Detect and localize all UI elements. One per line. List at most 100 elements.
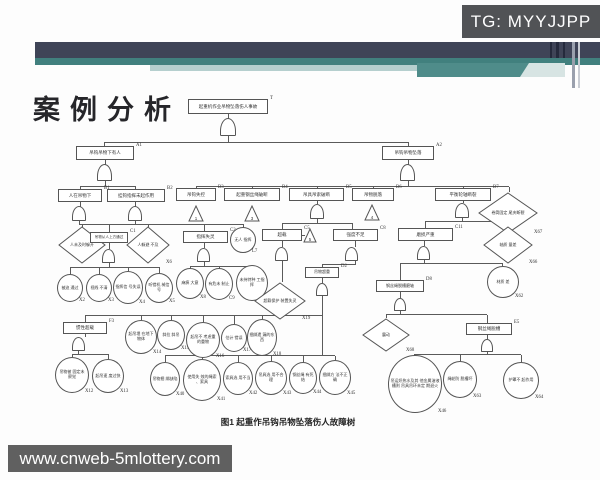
- tree-connector-line: [141, 316, 142, 320]
- tree-connector-line: [85, 315, 322, 316]
- tree-basic-event-circle: 指挥信 号失误: [113, 271, 143, 304]
- tree-connector-line: [203, 316, 204, 322]
- tree-basic-event-circle: 吊运炽热水及其 他金属溶液槽则 吊具吊环未定 期退火: [388, 355, 442, 413]
- tree-connector-line: [82, 225, 83, 227]
- tree-connector-line: [317, 219, 318, 223]
- tree-node-label: X44: [313, 390, 322, 395]
- tree-undeveloped-event-diamond: 震动: [362, 318, 410, 352]
- tree-connector-line: [80, 202, 81, 207]
- tree-event-box: 吊物超重: [305, 267, 339, 278]
- tree-connector-line: [72, 354, 109, 355]
- tree-connector-line: [204, 243, 205, 248]
- tree-node-label: A2: [436, 143, 442, 148]
- tree-basic-event-circle: 钢丝绳 有死结: [289, 362, 317, 394]
- tree-connector-line: [322, 296, 323, 356]
- tree-basic-event-circle: 绳轮防 脱槽坏: [443, 361, 477, 398]
- tree-connector-line: [78, 351, 79, 354]
- tree-transfer-triangle-icon: 1: [188, 205, 204, 222]
- tree-connector-line: [243, 225, 244, 228]
- tree-connector-line: [104, 142, 409, 143]
- tree-connector-line: [262, 316, 263, 319]
- tree-node-label: X14: [153, 350, 162, 355]
- tree-node-label: B2: [167, 186, 173, 191]
- tree-node-label: X46: [438, 409, 447, 414]
- tree-event-box: 磨损严重: [398, 228, 453, 241]
- tree-node-label: B1: [104, 186, 110, 191]
- tree-connector-line: [109, 225, 110, 232]
- tree-connector-line: [386, 314, 487, 315]
- tree-connector-line: [79, 224, 244, 225]
- tree-logic-gate-icon: [72, 206, 86, 221]
- tree-basic-event-circle: 材质 差: [487, 266, 519, 298]
- tree-event-box: 吊钩失控: [176, 188, 216, 201]
- tree-node-label: X17: [243, 348, 252, 353]
- tree-node-label: C1: [130, 229, 136, 234]
- tree-basic-event-circle: 有危未 制止: [205, 268, 233, 300]
- header-medium-strip: [417, 63, 530, 77]
- tree-node-label: E5: [514, 320, 520, 325]
- tree-node-label: X6: [166, 260, 172, 265]
- tree-connector-line: [165, 355, 335, 356]
- tree-connector-line: [234, 316, 235, 324]
- tree-basic-event-circle: 麻痹 大意: [176, 268, 204, 299]
- header-slate-bar: [35, 42, 600, 58]
- tree-connector-line: [408, 160, 409, 165]
- tree-connector-line: [400, 311, 401, 314]
- tree-node-label: C9: [229, 296, 235, 301]
- tree-event-box: 人在吊物下: [58, 189, 102, 202]
- tree-connector-line: [460, 355, 461, 361]
- tree-basic-event-circle: 斜拉 斜吊: [157, 320, 185, 350]
- tree-connector-line: [424, 241, 425, 246]
- tree-connector-line: [135, 187, 136, 190]
- tree-node-label: X16: [216, 354, 225, 359]
- tree-event-box: 惯性超载: [63, 322, 107, 334]
- tree-event-box: 吊钩吊物坠落: [382, 146, 434, 160]
- tree-basic-event-circle: 起吊速 度过快: [92, 359, 124, 393]
- tree-connector-line: [521, 355, 522, 362]
- tree-node-label: X18: [273, 352, 282, 357]
- tree-connector-line: [104, 143, 105, 147]
- tree-connector-line: [204, 225, 205, 231]
- tree-connector-line: [99, 268, 100, 274]
- tree-event-box: 平衡轮轴断裂: [435, 188, 491, 201]
- tree-logic-gate-icon: [220, 118, 236, 136]
- tree-connector-line: [79, 221, 80, 224]
- tree-basic-event-circle: 被迫 通过: [57, 274, 83, 302]
- tree-node-label: X41: [217, 397, 226, 402]
- tree-event-box: 钢丝绳脱槽磨轴: [376, 280, 424, 292]
- tree-logic-gate-icon: [345, 247, 358, 261]
- tree-node-label: X5: [169, 299, 175, 304]
- footer-url-bar: www.cnweb-5mlottery.com: [8, 445, 232, 472]
- tree-connector-line: [424, 260, 425, 263]
- tree-node-label: X42: [249, 391, 258, 396]
- tree-undeveloped-event-diamond: 人躲避 不及: [126, 226, 170, 264]
- tree-connector-line: [303, 356, 304, 362]
- tree-basic-event-circle: 估计 错误: [221, 324, 247, 352]
- tree-logic-gate-icon: [310, 204, 324, 219]
- tree-connector-line: [463, 201, 464, 203]
- tree-connector-line: [282, 241, 283, 247]
- tree-connector-line: [72, 355, 73, 357]
- tree-connector-line: [414, 354, 521, 355]
- tree-logic-gate-icon: [400, 164, 415, 181]
- tree-connector-line: [80, 187, 81, 190]
- tree-node-label: T: [270, 96, 273, 101]
- tree-logic-gate-icon: [394, 298, 406, 311]
- tree-connector-line: [148, 225, 149, 227]
- tree-connector-line: [85, 316, 86, 322]
- tree-logic-gate-icon: [316, 283, 328, 296]
- tree-undeveloped-event-diamond: 轴质 量差: [483, 226, 533, 264]
- tree-basic-event-circle: 起吊不 考虑重 的重物: [186, 322, 220, 358]
- tree-basic-event-circle: 无人 指挥: [230, 227, 256, 253]
- tree-logic-gate-icon: [102, 249, 115, 263]
- tree-connector-line: [70, 267, 160, 268]
- tree-connector-line: [322, 278, 323, 283]
- tree-event-box: 超载: [262, 229, 302, 241]
- tree-connector-line: [109, 243, 110, 249]
- tree-connector-line: [400, 264, 401, 280]
- tree-node-label: C11: [455, 225, 463, 230]
- tree-connector-line: [425, 221, 509, 222]
- tree-connector-line: [487, 315, 488, 323]
- tree-node-label: B3: [218, 185, 224, 190]
- tree-node-label: X66: [529, 260, 538, 265]
